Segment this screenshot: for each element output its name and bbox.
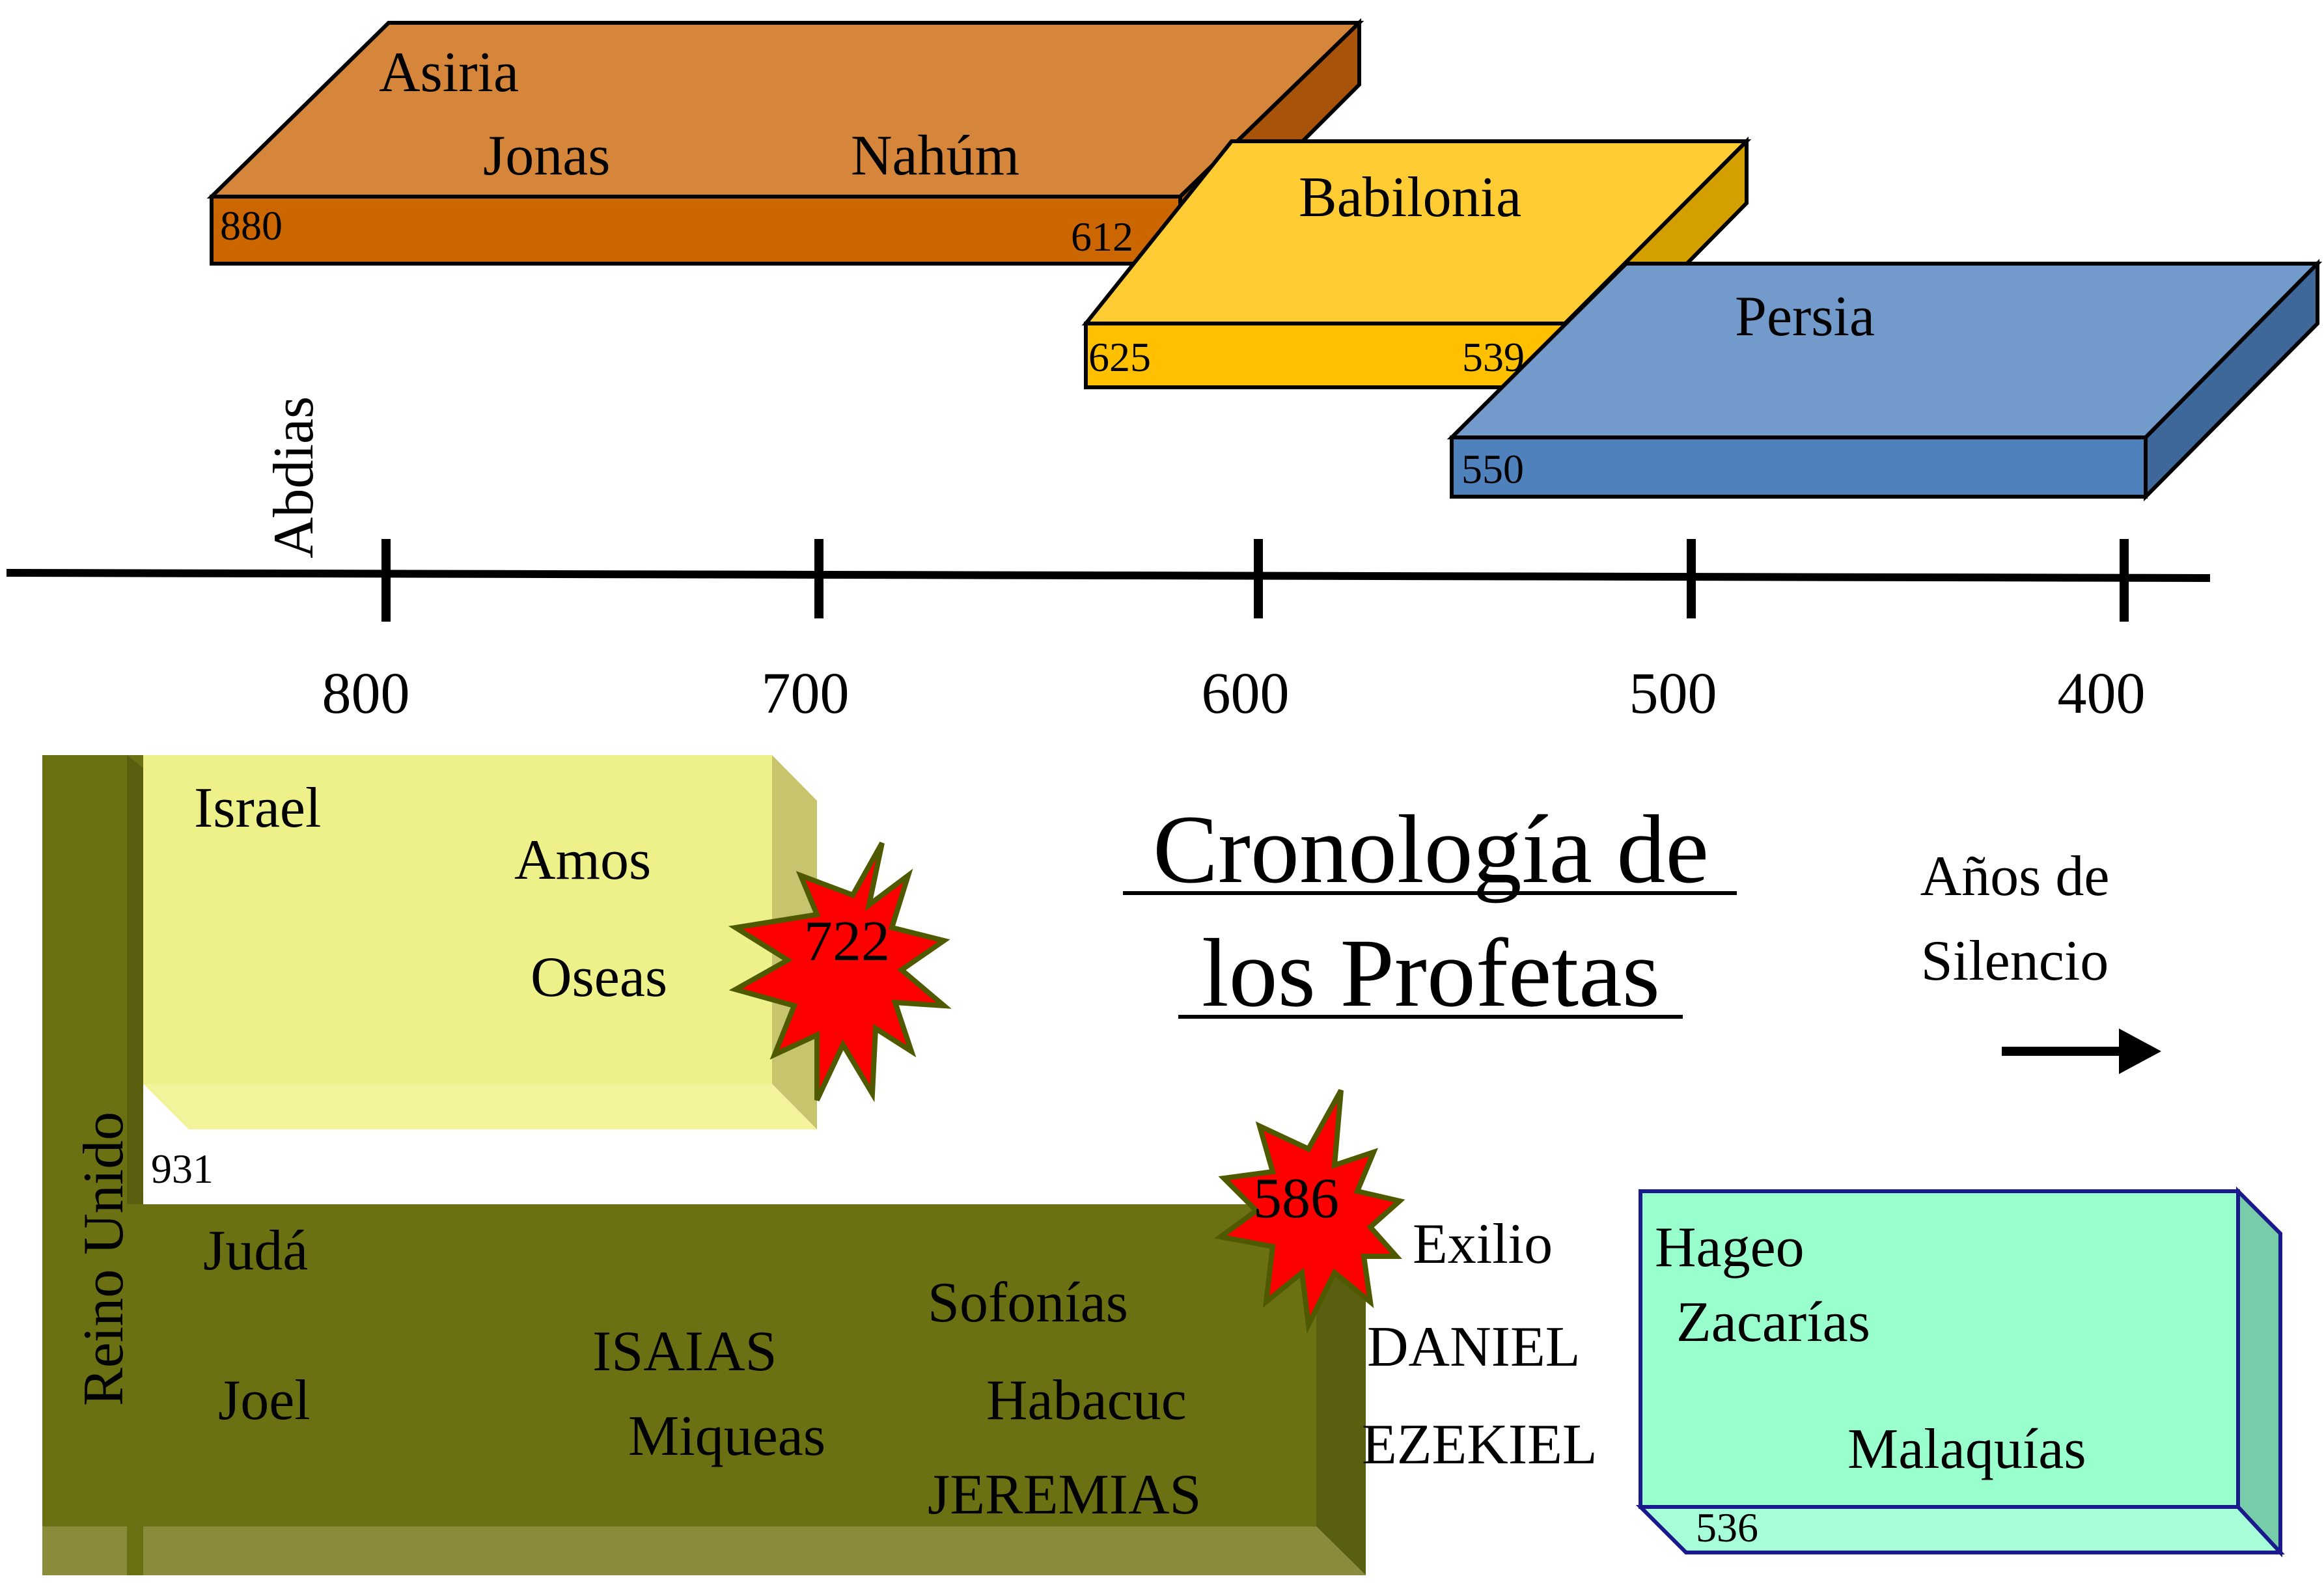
prophet-nahum: Nahúm <box>851 124 1019 187</box>
asiria-end-date: 612 <box>1071 214 1133 260</box>
juda-fall-burst: 586 <box>1214 1089 1405 1334</box>
prophet-sofonias: Sofonías <box>928 1271 1128 1334</box>
asiria-name: Asiria <box>379 41 519 104</box>
timeline-axis: 800 700 600 500 400 <box>6 539 2211 726</box>
juda-fall-date: 586 <box>1253 1167 1339 1230</box>
prophet-miqueas: Miqueas <box>628 1405 825 1468</box>
babilonia-block: Babilonia 625 539 <box>1081 136 1752 393</box>
persia-block: Persia 550 <box>1446 258 2323 502</box>
prophet-jeremias: JEREMIAS <box>928 1463 1202 1526</box>
prophet-ezekiel: EZEKIEL <box>1362 1413 1598 1476</box>
tick-label-600: 600 <box>1202 661 1290 726</box>
prophet-daniel: DANIEL <box>1367 1316 1580 1379</box>
prophet-zacarias: Zacarías <box>1676 1291 1870 1354</box>
asiria-start-date: 880 <box>220 202 283 249</box>
prophet-malaquias: Malaquías <box>1847 1418 2086 1481</box>
silence-line-1: Años de <box>1920 845 2110 908</box>
burst-586-shape <box>1214 1089 1405 1334</box>
prophet-joel: Joel <box>218 1369 311 1432</box>
prophet-amos: Amos <box>514 829 651 892</box>
reino-unido-bar: Reino Unido <box>42 755 143 1575</box>
prophet-jonas: Jonas <box>483 124 611 187</box>
burst-722-shape <box>728 842 952 1103</box>
israel-block: Israel Amos Oseas <box>143 755 817 1129</box>
israel-fall-date: 722 <box>804 910 890 973</box>
reino-unido-label: Reino Unido <box>72 1112 135 1406</box>
juda-block <box>59 1204 1366 1575</box>
israel-name: Israel <box>194 777 321 840</box>
prophet-hageo: Hageo <box>1655 1216 1805 1279</box>
silence-period: Años de Silencio <box>1920 845 2161 1074</box>
tick-label-500: 500 <box>1629 661 1717 726</box>
juda-texts: Judá Joel ISAIAS Miqueas Sofonías Habacu… <box>203 1219 1202 1526</box>
tick-label-800: 800 <box>322 661 410 726</box>
abdias-label: Abdias <box>262 396 325 559</box>
reino-unido-date: 931 <box>151 1146 214 1192</box>
prophet-oseas: Oseas <box>531 946 667 1009</box>
return-block: Hageo Zacarías Malaquías 536 <box>1635 1186 2285 1558</box>
persia-name: Persia <box>1735 285 1875 348</box>
israel-fall-burst: 722 <box>728 842 952 1103</box>
return-date: 536 <box>1696 1504 1758 1551</box>
prophet-isaias: ISAIAS <box>592 1320 777 1383</box>
exile-label: Exilio <box>1413 1213 1553 1276</box>
babilonia-name: Babilonia <box>1299 166 1521 229</box>
asiria-block: Asiria Jonas Nahúm 880 612 <box>206 18 1364 269</box>
title-line-2: los Profetas <box>1202 919 1660 1027</box>
tick-label-400: 400 <box>2058 661 2146 726</box>
prophet-habacuc: Habacuc <box>986 1369 1187 1432</box>
exile-section: Exilio DANIEL EZEKIEL <box>1362 1213 1598 1476</box>
right-arrow-icon <box>2002 1028 2161 1074</box>
silence-line-2: Silencio <box>1921 930 2109 993</box>
tick-label-700: 700 <box>762 661 850 726</box>
persia-start-date: 550 <box>1461 446 1524 492</box>
title-line-1: Cronología de <box>1153 795 1709 904</box>
babilonia-start-date: 625 <box>1088 334 1151 380</box>
page-title: Cronología de los Profetas <box>1123 795 1737 1027</box>
juda-name: Judá <box>203 1219 308 1282</box>
